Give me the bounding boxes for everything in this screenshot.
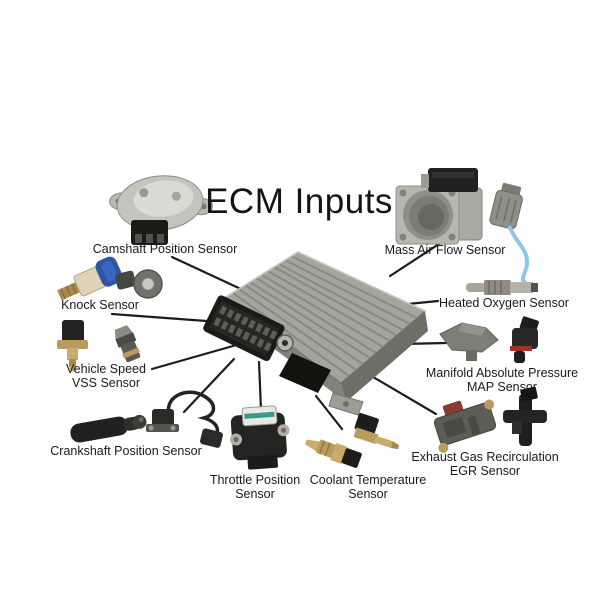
ecm-connector [203, 295, 285, 362]
coolant-temperature-sensor-image [305, 412, 400, 468]
oxygen-sensor-cable [507, 225, 531, 288]
vehicle-speed-sensor-image [57, 320, 141, 372]
exhaust-gas-recirculation-sensor-image [433, 386, 547, 453]
label-mass-air-flow-sensor: Mass Air Flow Sensor [384, 243, 506, 257]
label-heated-oxygen-sensor: Heated Oxygen Sensor [439, 296, 569, 310]
label-exhaust-gas-recirculation-egr-sensor: Exhaust Gas Recirculation EGR Sensor [411, 450, 559, 478]
diagram-title: ECM Inputs [205, 182, 393, 221]
leader-line-camshaft [170, 255, 245, 292]
map-sensor-image [439, 316, 539, 363]
ecm-module-image [203, 251, 428, 416]
leader-line-throttle [257, 360, 263, 412]
crankshaft-position-sensor-image [70, 390, 223, 448]
leader-line-coolant [314, 394, 344, 431]
heated-oxygen-sensor-image [466, 182, 538, 295]
throttle-position-sensor-image [230, 405, 290, 470]
knock-sensor-image [57, 256, 163, 301]
label-crankshaft-position-sensor: Crankshaft Position Sensor [50, 444, 202, 458]
mass-air-flow-sensor-image [395, 168, 483, 245]
leader-line-mass-air-flow [388, 240, 444, 278]
label-manifold-absolute-pressure-map-sensor: Manifold Absolute Pressure MAP Sensor [425, 366, 579, 394]
label-knock-sensor: Knock Sensor [61, 298, 139, 312]
label-camshaft-position-sensor: Camshaft Position Sensor [92, 242, 238, 256]
camshaft-position-sensor-image [109, 175, 214, 245]
label-vehicle-speed-vss-sensor: Vehicle Speed VSS Sensor [66, 362, 146, 390]
leader-line-egr [366, 372, 438, 416]
leader-line-crankshaft [182, 357, 236, 414]
label-coolant-temperature-sensor: Coolant Temperature Sensor [309, 473, 427, 501]
leader-line-vehicle-speed [150, 342, 242, 371]
leader-line-knock [110, 312, 222, 324]
label-throttle-position-sensor: Throttle Position Sensor [209, 473, 301, 501]
ecm-ribs [232, 255, 418, 377]
